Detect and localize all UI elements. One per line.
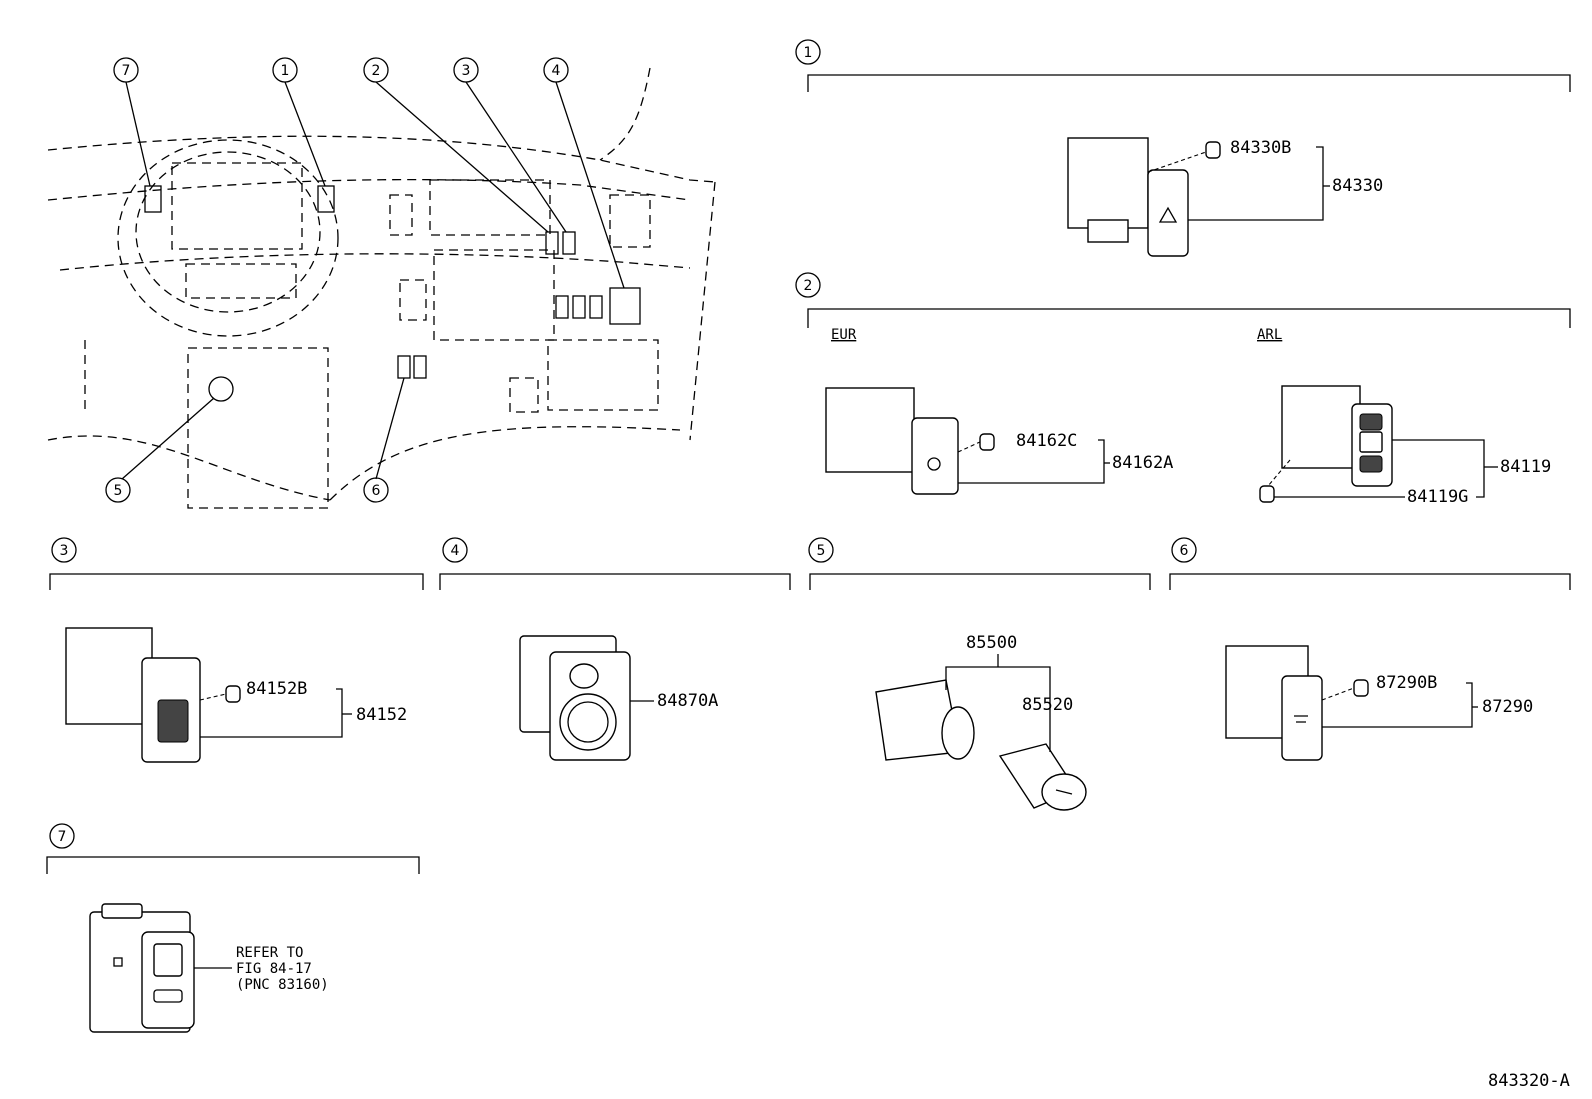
section-4-bracket [439, 573, 791, 590]
section-6: 6 87290B 87290 [1169, 537, 1571, 761]
figure-id: 843320-A [1488, 1071, 1570, 1091]
section-5: 5 85500 85520 [808, 537, 1151, 811]
dimmer-switch [65, 627, 201, 763]
variant-eur: EUR [831, 327, 857, 343]
section-4: 4 84870A [439, 537, 791, 761]
section-7-bracket [46, 856, 420, 874]
part-84162A: 84162A [1112, 453, 1173, 473]
variant-arl: ARL [1257, 327, 1282, 343]
svg-text:5: 5 [114, 483, 123, 499]
part-85500: 85500 [966, 633, 1017, 653]
svg-text:3: 3 [462, 63, 471, 79]
dashboard-overview: 7 1 2 3 4 5 6 [47, 57, 716, 509]
part-84330: 84330 [1332, 176, 1383, 196]
section-5-bracket [809, 573, 1151, 590]
section-1: 1 84330B 84330 [795, 39, 1571, 257]
svg-text:1: 1 [281, 63, 290, 79]
overview-callout-4: 4 [543, 57, 569, 83]
part-84152: 84152 [356, 705, 407, 725]
section-1-number: 1 [804, 45, 813, 61]
section-3-bracket [49, 573, 424, 590]
bulb-84152b [199, 685, 241, 703]
rear-wiper-switch [1225, 645, 1323, 761]
section-2: 2 EUR ARL 84162C 84162A 84119 84119 [795, 272, 1571, 507]
part-84162C: 84162C [1016, 431, 1077, 451]
overview-callout-3: 3 [453, 57, 479, 83]
part-84119G: 84119G [1407, 487, 1468, 507]
section-1-bracket [807, 74, 1571, 92]
section-7-number: 7 [58, 829, 67, 845]
bulb-84162c [957, 433, 995, 453]
hazard-switch [1067, 137, 1189, 257]
part-85520: 85520 [1022, 695, 1073, 715]
arl-switch [1281, 385, 1393, 487]
part-87290: 87290 [1482, 697, 1533, 717]
svg-text:6: 6 [372, 483, 381, 499]
section-7: 7 REFER TO FIG 84-17 (PNC 83160) [46, 823, 420, 1033]
section-2-bracket [807, 308, 1571, 328]
headlamp-leveling-switch [89, 903, 195, 1033]
bulb-84119g [1259, 459, 1291, 503]
overview-callout-5: 5 [105, 477, 131, 503]
overview-callout-2: 2 [363, 57, 389, 83]
part-84119: 84119 [1500, 457, 1551, 477]
section-6-number: 6 [1180, 543, 1189, 559]
svg-text:2: 2 [372, 63, 381, 79]
cigarette-lighter-socket [875, 679, 975, 761]
bulb-87290b [1321, 679, 1369, 701]
section-4-number: 4 [451, 543, 460, 559]
cigarette-lighter-knob [998, 743, 1087, 811]
reference-line-3: (PNC 83160) [236, 977, 329, 993]
reference-line-2: FIG 84-17 [236, 961, 312, 977]
overview-callout-1: 1 [272, 57, 298, 83]
overview-callout-7: 7 [113, 57, 139, 83]
section-3: 3 84152B 84152 [49, 537, 424, 763]
section-6-bracket [1169, 573, 1571, 590]
fog-lamp-switch [825, 387, 959, 495]
part-84330B: 84330B [1230, 138, 1291, 158]
mirror-switch [519, 635, 631, 761]
bulb-84330b [1147, 141, 1221, 173]
overview-callout-6: 6 [363, 477, 389, 503]
svg-text:7: 7 [122, 63, 131, 79]
part-84152B: 84152B [246, 679, 307, 699]
svg-text:4: 4 [552, 63, 561, 79]
part-87290B: 87290B [1376, 673, 1437, 693]
section-5-number: 5 [817, 543, 826, 559]
section-3-number: 3 [60, 543, 69, 559]
reference-line-1: REFER TO [236, 945, 303, 961]
section-2-number: 2 [804, 278, 813, 294]
part-84870A: 84870A [657, 691, 718, 711]
